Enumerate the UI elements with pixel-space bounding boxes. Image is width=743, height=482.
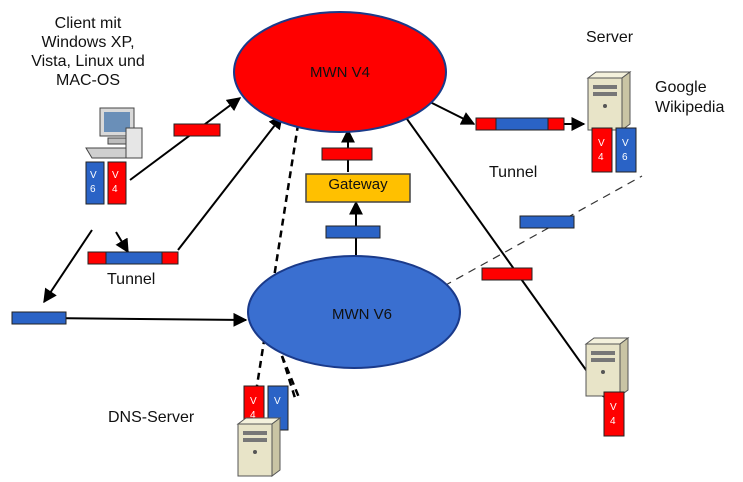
mwn-v4-cloud <box>233 11 447 133</box>
client-v6-tag-bottom: 6 <box>90 184 96 195</box>
google-server-icon: V 4 V 6 <box>587 71 637 173</box>
tunnel-2 <box>475 117 565 131</box>
mwn-v4-label: MWN V4 <box>310 64 370 81</box>
google-v4-tag-bottom: 4 <box>598 152 604 163</box>
client-tags: V 6 V 4 <box>85 161 127 205</box>
arrow-v4-server2 <box>401 111 607 400</box>
dashed-v6-dns-b <box>280 355 297 399</box>
arrow-v6-in <box>43 312 248 327</box>
packet-v4-client <box>173 123 221 137</box>
packet-v4-server2 <box>481 267 533 281</box>
packet-v6-dashed <box>519 215 575 229</box>
dashed-v6-dns <box>280 355 302 401</box>
dashed-links <box>254 111 302 401</box>
arrow-client-tunnel <box>115 231 129 254</box>
arrow-client-v6path <box>43 229 93 304</box>
client-v6-tag-top: V <box>90 170 97 181</box>
google-label: Google <box>655 79 707 96</box>
tunnel-label-right: Tunnel <box>489 164 538 181</box>
client-v4-tag-top: V <box>112 170 119 181</box>
dns-server-icon: V 4 V <box>237 385 289 477</box>
google-v6-tag-top: V <box>622 138 629 149</box>
dashed-v6-google <box>443 175 643 287</box>
arrow-client-v4 <box>129 97 242 181</box>
mwn-v6-label: MWN V6 <box>332 306 392 323</box>
thin-dashed-links <box>443 175 643 287</box>
gateway-label: Gateway <box>328 176 388 193</box>
server-label: Server <box>586 29 634 46</box>
packet-v4-gateway <box>321 147 373 161</box>
dns-v4-tag-bottom: 4 <box>250 410 256 421</box>
arrow-tunnel-v4 <box>177 114 283 251</box>
google-v6-tag-bottom: 6 <box>622 152 628 163</box>
solid-links <box>43 97 607 400</box>
packets <box>11 123 575 325</box>
client-v4-tag-bottom: 4 <box>112 184 118 195</box>
server2-v4-tag-top: V <box>610 402 617 413</box>
dns-v6-tag-top: V <box>274 396 281 407</box>
dns-v4-tag-top: V <box>250 396 257 407</box>
client-pc-icon <box>85 107 143 159</box>
gateway-box <box>305 173 411 203</box>
arrow-v4-tunnel <box>425 99 476 125</box>
server-2-icon: V 4 <box>585 337 629 437</box>
dns-server-label: DNS-Server <box>108 409 195 426</box>
client-label: Client mit Windows XP, Vista, Linux und … <box>31 15 145 89</box>
google-v4-tag-top: V <box>598 138 605 149</box>
tunnel-label-left: Tunnel <box>107 271 156 288</box>
packet-v6-gateway <box>325 225 381 239</box>
server2-v4-tag-bottom: 4 <box>610 416 616 427</box>
packet-v6-in <box>11 311 67 325</box>
wikipedia-label: Wikipedia <box>655 99 725 116</box>
mwn-v6-cloud <box>247 255 461 369</box>
tunnel-1 <box>87 251 179 265</box>
